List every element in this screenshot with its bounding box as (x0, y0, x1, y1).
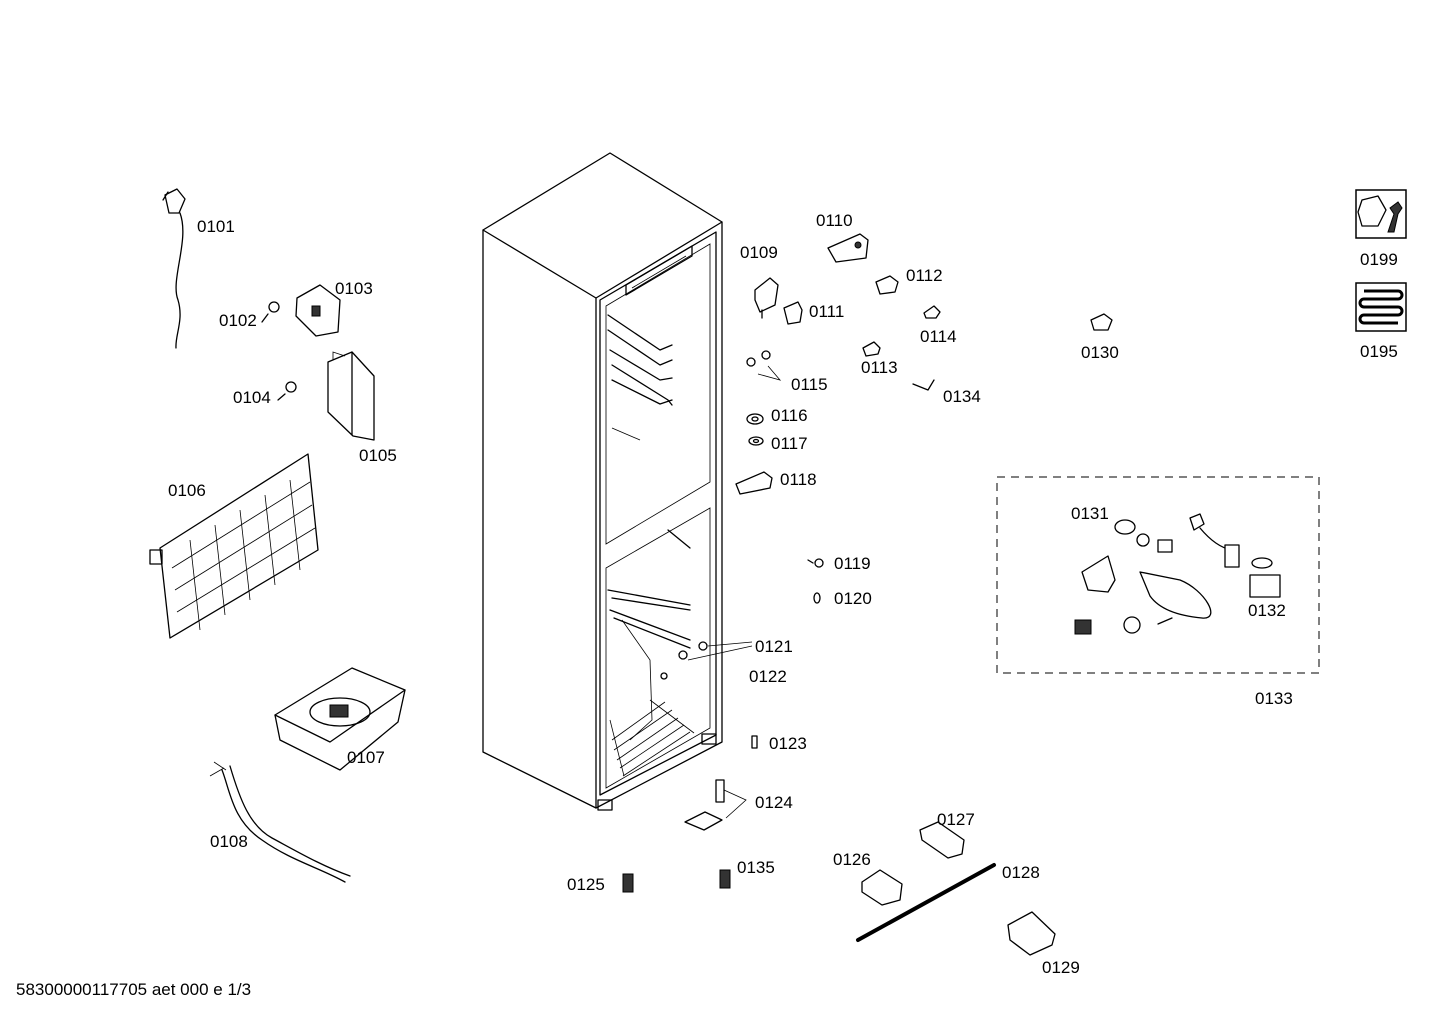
label-0107: 0107 (347, 748, 385, 767)
clip-0114 (923, 305, 941, 319)
foot-0135 (719, 869, 731, 889)
drip-tray-0107 (274, 667, 406, 771)
label-0133: 0133 (1255, 689, 1293, 708)
label-0114: 0114 (920, 327, 957, 346)
label-0135: 0135 (737, 858, 775, 877)
cabinet-body (482, 152, 723, 811)
pin-0123 (751, 735, 758, 749)
hinge-0109 (754, 277, 779, 319)
label-0104: 0104 (233, 388, 271, 407)
label-0130: 0130 (1081, 343, 1119, 362)
foam-block-0129 (1007, 911, 1056, 956)
label-0127: 0127 (937, 810, 975, 829)
label-0131: 0131 (1071, 504, 1109, 523)
label-0115: 0115 (791, 375, 828, 394)
condenser-grille-0106 (149, 453, 319, 639)
screws-0121 (678, 641, 753, 661)
label-0125: 0125 (567, 875, 605, 894)
part-labels: 0101 0102 0103 0104 0105 0106 0107 0108 … (168, 211, 1398, 977)
washer-0116 (746, 413, 764, 425)
foot-0124 (684, 779, 747, 831)
power-cord-0101 (162, 188, 186, 349)
clip-0112 (875, 275, 899, 295)
label-0124: 0124 (755, 793, 793, 812)
bracket-0118 (735, 471, 773, 495)
label-0119: 0119 (834, 554, 871, 573)
ring-0120 (813, 592, 821, 604)
label-0121: 0121 (755, 637, 793, 656)
label-0101: 0101 (197, 217, 235, 236)
hinge-block-0126 (861, 869, 903, 906)
wiring-harness-0108 (209, 761, 351, 883)
label-0199: 0199 (1360, 250, 1398, 269)
clip-0113 (862, 341, 881, 357)
label-0120: 0120 (834, 589, 872, 608)
housing-0105 (327, 351, 375, 441)
label-0111: 0111 (809, 302, 844, 321)
clip-0134 (912, 379, 935, 391)
heating-coil-icon (1355, 282, 1407, 332)
label-0195: 0195 (1360, 342, 1398, 361)
screw-0104 (277, 381, 297, 401)
label-0132: 0132 (1248, 601, 1286, 620)
label-0102: 0102 (219, 311, 257, 330)
label-0134: 0134 (943, 387, 981, 406)
label-0118: 0118 (780, 470, 817, 489)
label-0128: 0128 (1002, 863, 1040, 882)
label-0108: 0108 (210, 832, 248, 851)
lamp-kit-0133 (996, 476, 1320, 674)
screws-0115 (746, 350, 782, 381)
label-0103: 0103 (335, 279, 373, 298)
label-0116: 0116 (771, 406, 808, 425)
label-0113: 0113 (861, 358, 898, 377)
label-0122: 0122 (749, 667, 787, 686)
label-0117: 0117 (771, 434, 808, 453)
clip-0130 (1090, 313, 1113, 331)
cap-0122 (660, 672, 668, 680)
rod-0128 (856, 863, 996, 942)
washer-0117 (748, 436, 764, 446)
clip-0111 (783, 301, 803, 325)
screw-0102 (261, 301, 280, 323)
label-0106: 0106 (168, 481, 206, 500)
wrench-nut-icon (1355, 189, 1407, 239)
cover-0103 (295, 284, 341, 337)
bracket-0110 (827, 233, 869, 263)
label-0123: 0123 (769, 734, 807, 753)
label-0112: 0112 (906, 266, 943, 285)
document-code: 58300000117705 aet 000 e 1/3 (16, 980, 252, 999)
block-0127 (919, 821, 965, 859)
label-0110: 0110 (816, 211, 853, 230)
foot-0125 (622, 873, 634, 893)
screw-0119 (807, 558, 824, 568)
label-0129: 0129 (1042, 958, 1080, 977)
label-0126: 0126 (833, 850, 871, 869)
label-0105: 0105 (359, 446, 397, 465)
label-0109: 0109 (740, 243, 778, 262)
